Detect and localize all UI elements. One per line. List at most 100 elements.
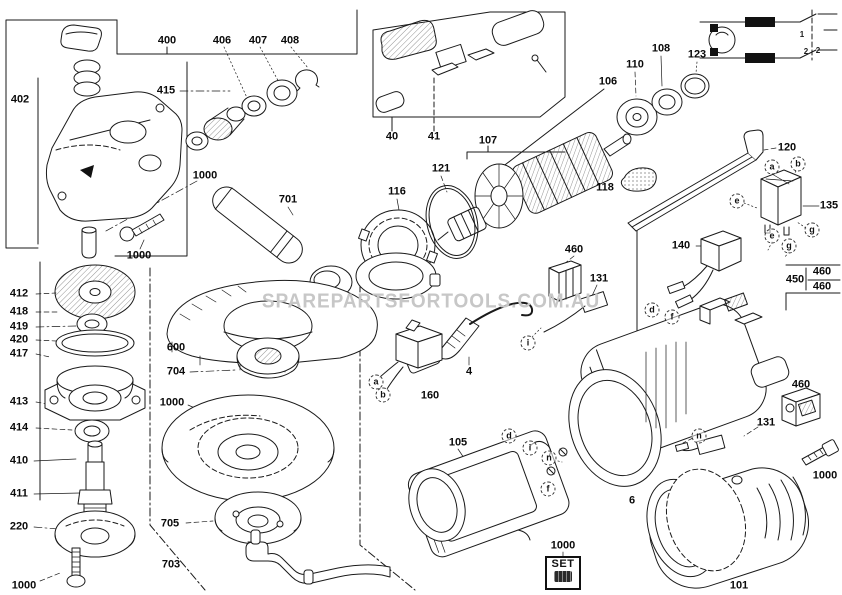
wire-connector-letter: f	[540, 481, 556, 497]
bevel-gear-set	[185, 69, 320, 151]
housing-screw-right	[801, 439, 839, 466]
part-number-label: 220	[9, 520, 29, 533]
wire-connector-letter: g	[781, 238, 797, 254]
part-number-label: 402	[10, 93, 30, 106]
part-number-label: 400	[157, 34, 177, 47]
brake-pad-118	[620, 167, 657, 192]
part-number-label: 410	[9, 454, 29, 467]
part-number-label: 123	[687, 48, 707, 61]
schematic-terminal-number: 1	[799, 30, 805, 39]
part-number-label: 121	[431, 162, 451, 175]
part-number-label: 108	[651, 42, 671, 55]
wire-connector-letter: b	[790, 156, 806, 172]
wire-connector-letter: i	[522, 440, 538, 456]
brush-holder-460-right	[781, 387, 821, 427]
part-number-label: 420	[9, 333, 29, 346]
wire-connector-letter: g	[804, 222, 820, 238]
part-number-label: 412	[9, 287, 29, 300]
part-number-label: 407	[248, 34, 268, 47]
end-cap-101	[646, 467, 810, 589]
brush-holder-460-center	[548, 260, 582, 302]
lock-spring	[73, 59, 101, 97]
part-number-label: 105	[448, 436, 468, 449]
clamp-nut-705	[214, 491, 302, 545]
spindle-gear-412	[54, 264, 136, 320]
switch-actuator-parts	[375, 10, 547, 113]
grinding-wheel	[161, 394, 335, 502]
part-number-label: 600	[166, 341, 186, 354]
part-number-label: 116	[388, 185, 406, 198]
part-number-label: 106	[598, 75, 618, 88]
lock-lever-120	[627, 129, 764, 232]
part-number-label: 160	[420, 389, 440, 402]
part-number-label: 408	[280, 34, 300, 47]
bearing-flange-417-413	[44, 365, 146, 421]
wire-connector-letter: e	[729, 193, 745, 209]
part-number-label: 460	[791, 378, 811, 391]
part-number-label: 417	[9, 347, 29, 360]
part-number-label: 135	[819, 199, 839, 212]
wire-connector-letter: n	[691, 428, 707, 444]
field-stator-105	[407, 430, 570, 558]
part-number-label: 6	[628, 494, 636, 507]
part-number-label: 131	[756, 416, 776, 429]
schematic-terminal-number: 2	[815, 46, 821, 55]
bearing-110	[616, 98, 658, 136]
part-number-label: 41	[427, 130, 441, 143]
pin-wrench-703	[245, 529, 391, 585]
wire-connector-letter: e	[764, 228, 780, 244]
watermark: SPAREPARTSFORTOOLS.COM.AU	[261, 290, 601, 313]
switch-parts-box	[372, 11, 566, 132]
wheel-guard-600	[166, 252, 441, 373]
part-number-label: 413	[9, 395, 29, 408]
wire-connector-letter: d	[644, 302, 660, 318]
part-number-label: 460	[812, 265, 832, 278]
part-number-label: 415	[156, 84, 176, 97]
part-number-label: 120	[777, 141, 797, 154]
part-number-label: 701	[278, 193, 298, 206]
o-ring-121	[425, 185, 479, 259]
side-handle	[212, 186, 353, 299]
wiring-schematic	[699, 9, 838, 63]
part-number-label: 704	[166, 365, 186, 378]
part-number-label: 1000	[126, 249, 152, 262]
bracket-lines	[5, 9, 841, 591]
motor-housing-6	[568, 292, 790, 487]
wire-connector-letter: a	[368, 374, 384, 390]
part-number-label: 460	[564, 243, 584, 256]
wire-connector-letter: f	[664, 309, 680, 325]
switch-135	[760, 169, 802, 236]
part-number-label: 450	[785, 273, 805, 286]
part-number-label: 1000	[192, 169, 218, 182]
part-number-label: 406	[212, 34, 232, 47]
wire-connector-letter: d	[501, 428, 517, 444]
grinding-wheel-set-icon	[554, 571, 572, 582]
part-number-label: 1000	[11, 579, 37, 592]
part-number-label: 107	[478, 134, 498, 147]
housing-screw	[119, 213, 165, 242]
part-number-label: 703	[161, 558, 181, 571]
part-number-label: 118	[596, 181, 614, 194]
flange-screw	[66, 547, 86, 588]
part-number-label: 101	[729, 579, 749, 592]
detent-pin	[81, 226, 97, 259]
carbon-brush-131-center	[543, 291, 609, 333]
part-number-label: 140	[671, 239, 691, 252]
washer-414	[74, 419, 110, 443]
capacitor-140	[666, 230, 742, 309]
part-number-label: 1000	[550, 539, 576, 552]
set-label: SET	[551, 558, 575, 570]
switch-160	[379, 319, 443, 390]
part-number-label: 4	[465, 365, 473, 378]
part-number-label: 705	[160, 517, 180, 530]
gear-housing	[45, 91, 183, 222]
spindle-lock-button	[60, 24, 102, 52]
part-number-label: 419	[9, 320, 29, 333]
wire-connector-letter: a	[764, 159, 780, 175]
part-number-label: 110	[626, 58, 644, 71]
schematic-terminal-number: 2	[803, 47, 809, 56]
wire-connector-letter: i	[520, 335, 536, 351]
backing-flange-704	[236, 337, 300, 379]
